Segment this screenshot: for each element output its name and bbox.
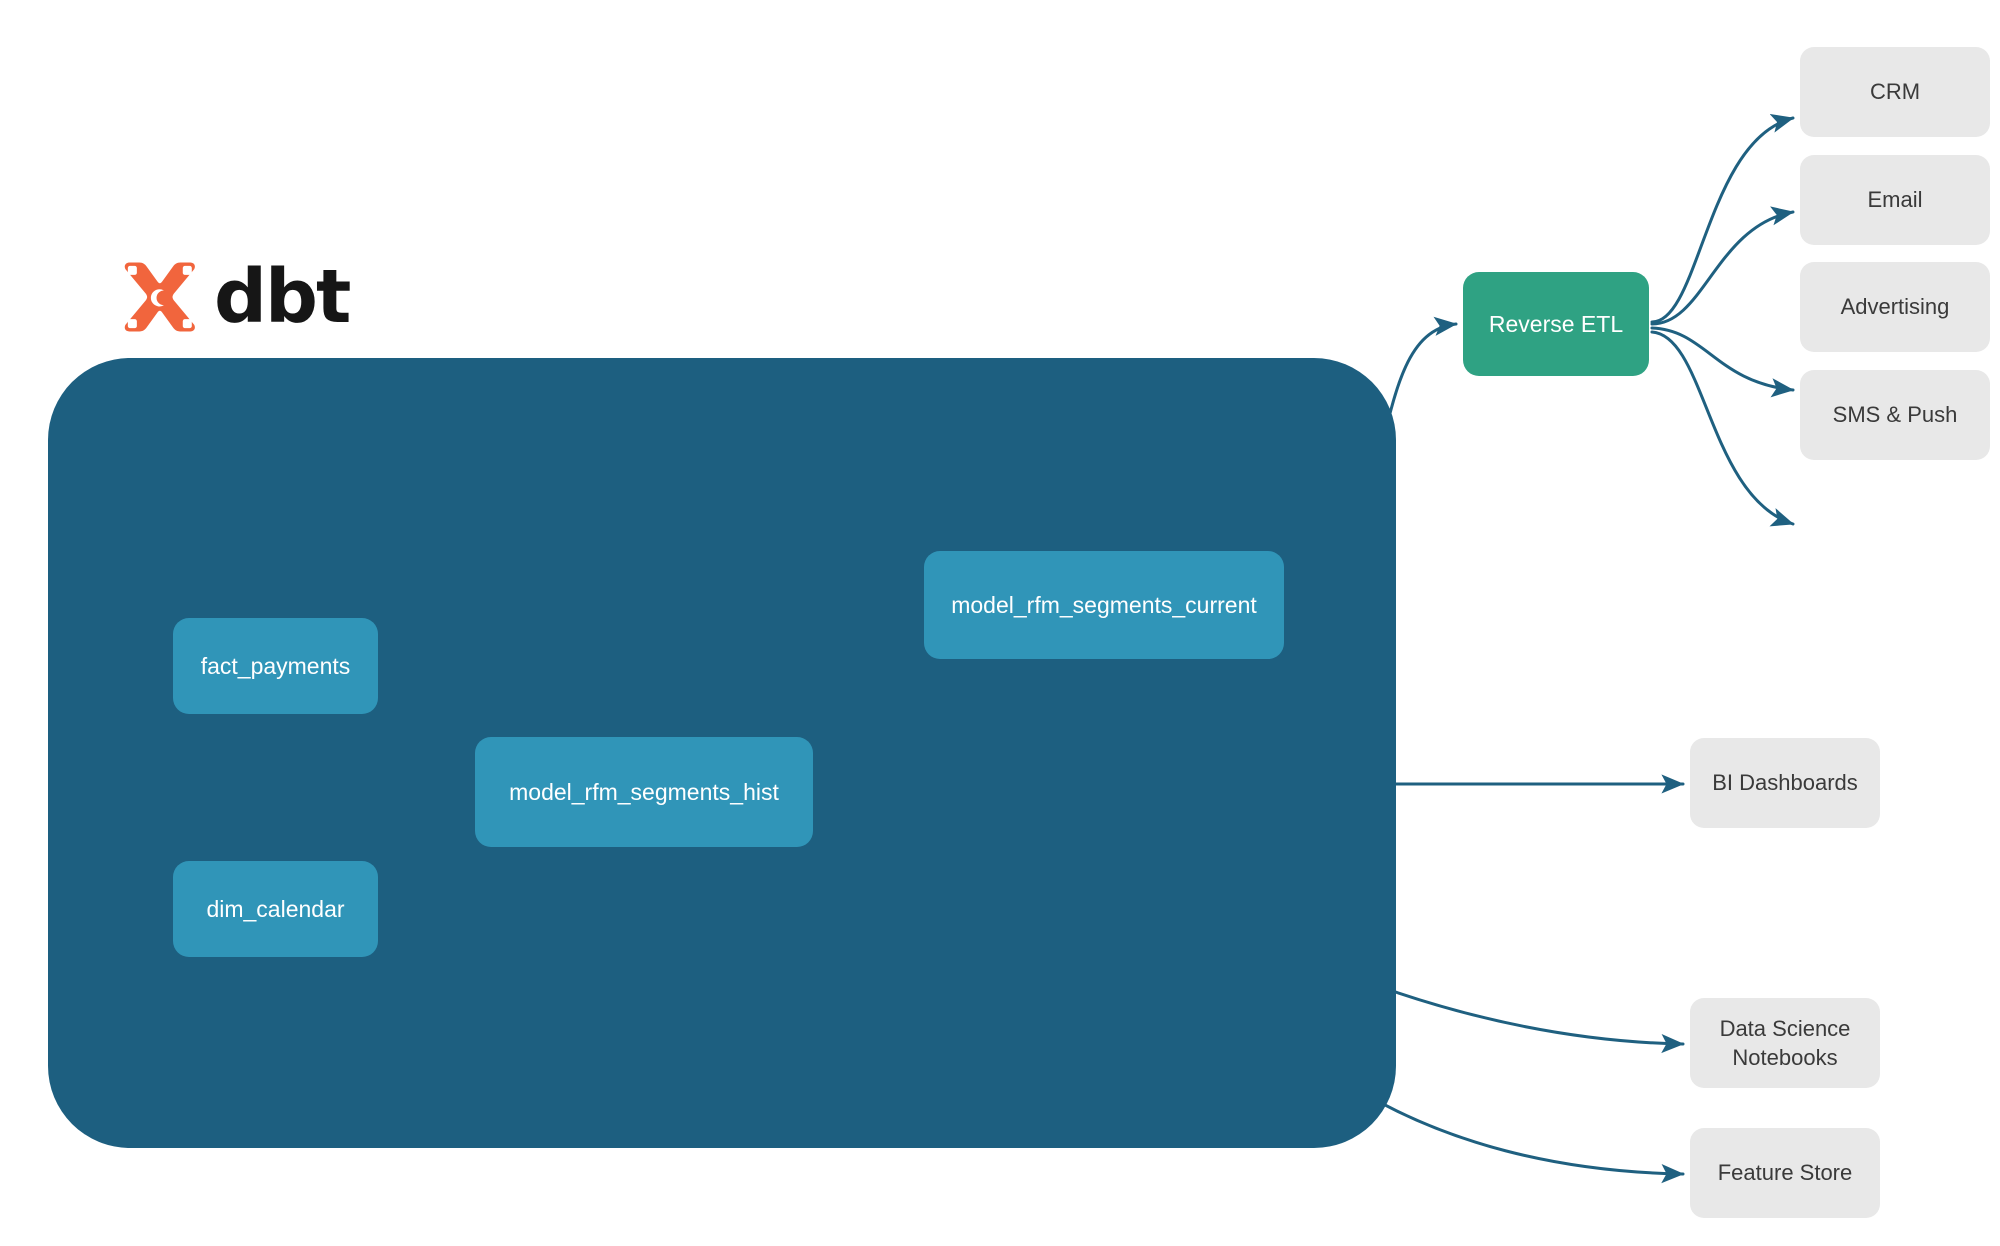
node-label: SMS & Push [1832,402,1958,428]
node-bi-dashboards[interactable]: BI Dashboards [1690,738,1880,828]
dbt-logo-icon [124,262,195,332]
edge-reverse-etl-to-email [1650,206,1795,326]
node-label: dim_calendar [206,895,345,922]
node-reverse-etl[interactable]: Reverse ETL [1463,272,1649,376]
node-model-rfm-segments-current[interactable]: model_rfm_segments_current [924,551,1284,659]
node-dim-calendar[interactable]: dim_calendar [173,861,378,957]
dbt-wordmark: dbt [214,254,351,340]
node-feature-store[interactable]: Feature Store [1690,1128,1880,1218]
node-label: Reverse ETL [1488,310,1624,337]
edge-reverse-etl-to-crm [1650,114,1795,324]
edge-to-ds-notebooks [1376,984,1685,1054]
node-label: Advertising [1840,294,1950,320]
node-sms-push[interactable]: SMS & Push [1800,370,1990,460]
node-advertising[interactable]: Advertising [1800,262,1990,352]
node-label: Feature Store [1717,1160,1853,1186]
edge-reverse-etl-to-advertising [1650,326,1795,398]
node-email[interactable]: Email [1800,155,1990,245]
node-label: fact_payments [200,652,351,679]
node-label-line1: Data Science [1719,1015,1851,1041]
node-data-science-notebooks[interactable]: Data Science Notebooks [1690,998,1880,1088]
node-label-line2: Notebooks [1732,1045,1838,1070]
node-crm[interactable]: CRM [1800,47,1990,137]
node-fact-payments[interactable]: fact_payments [173,618,378,714]
node-label: Data Science Notebooks [1720,1014,1851,1072]
node-label: CRM [1869,79,1921,105]
node-model-rfm-segments-hist[interactable]: model_rfm_segments_hist [475,737,813,847]
node-label: model_rfm_segments_current [951,591,1257,618]
node-label: model_rfm_segments_hist [509,778,779,805]
dbt-logo: dbt [118,254,351,340]
node-label: BI Dashboards [1712,770,1858,796]
node-label: Email [1867,187,1923,213]
edge-reverse-etl-to-sms-push [1650,330,1795,527]
